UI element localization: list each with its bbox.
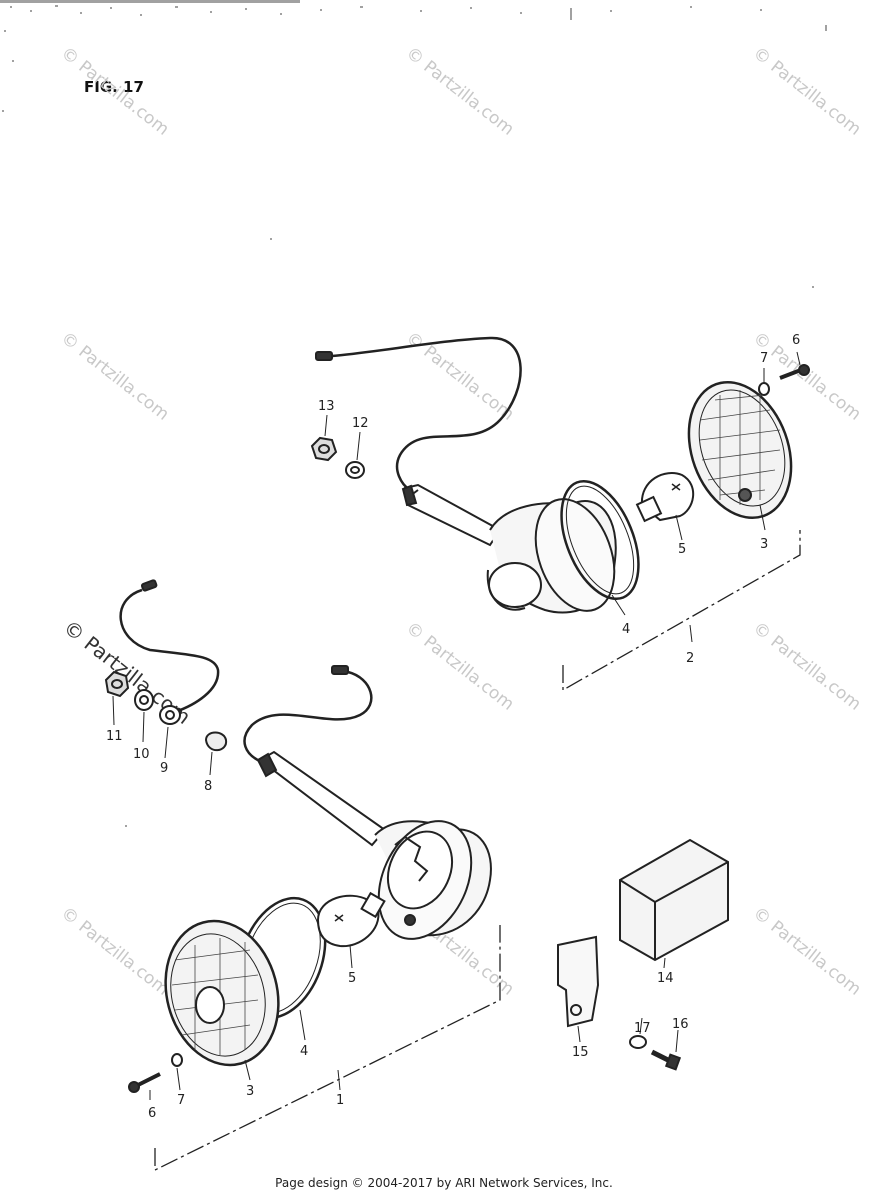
callout-7b: 7 xyxy=(177,1093,185,1108)
lower-turn-signal xyxy=(104,579,501,1172)
callout-6: 6 xyxy=(792,333,800,348)
lock-washer xyxy=(345,461,365,479)
callout-4: 4 xyxy=(622,622,630,637)
flasher-relay-group xyxy=(557,838,729,1071)
washer xyxy=(629,1035,647,1049)
callout-13: 13 xyxy=(318,399,335,414)
washer xyxy=(134,689,154,711)
washer xyxy=(171,1053,183,1067)
callout-3b: 3 xyxy=(246,1084,254,1099)
callout-10: 10 xyxy=(133,747,150,762)
watermark: © Partzilla.com xyxy=(749,903,865,1000)
grommet xyxy=(204,731,228,752)
washer xyxy=(159,705,181,725)
callout-11: 11 xyxy=(106,729,123,744)
watermark: © Partzilla.com xyxy=(402,328,518,425)
callout-17: 17 xyxy=(634,1021,651,1036)
callout-3: 3 xyxy=(760,537,768,552)
nut xyxy=(310,436,338,462)
callout-15: 15 xyxy=(572,1045,589,1060)
watermark: © Partzilla.com xyxy=(57,903,173,1000)
wire-terminal xyxy=(315,351,333,361)
callout-4b: 4 xyxy=(300,1044,308,1059)
callout-12: 12 xyxy=(352,416,369,431)
gasket-ring xyxy=(560,479,640,601)
flasher-relay xyxy=(619,838,729,962)
watermark: © Partzilla.com xyxy=(749,43,865,140)
scan-noise xyxy=(0,0,827,827)
callout-9: 9 xyxy=(160,761,168,776)
callout-7: 7 xyxy=(760,351,768,366)
watermark: © Partzilla.com xyxy=(57,43,173,140)
lens xyxy=(164,919,280,1067)
watermark: © Partzilla.com xyxy=(402,43,518,140)
relay-bracket xyxy=(557,935,600,1028)
callouts: 2 4 5 3 6 7 13 12 11 10 9 8 5 4 3 7 6 1 … xyxy=(106,333,800,1121)
nut xyxy=(104,670,130,698)
wire-terminal xyxy=(140,579,158,592)
callout-2: 2 xyxy=(686,651,694,666)
watermark: © Partzilla.com xyxy=(57,328,173,425)
callout-6b: 6 xyxy=(148,1106,156,1121)
callout-8: 8 xyxy=(204,779,212,794)
callout-1: 1 xyxy=(336,1093,344,1108)
washer xyxy=(758,382,770,396)
watermark: © Partzilla.com xyxy=(749,618,865,715)
callout-14: 14 xyxy=(657,971,674,986)
wire-terminal xyxy=(331,665,349,675)
callout-16: 16 xyxy=(672,1017,689,1032)
callout-5b: 5 xyxy=(348,971,356,986)
footer-credit: Page design © 2004-2017 by ARI Network S… xyxy=(275,1176,613,1190)
callout-5: 5 xyxy=(678,542,686,557)
upper-turn-signal xyxy=(310,336,810,692)
watermark: © Partzilla.com xyxy=(402,618,518,715)
figure-title: FIG. 17 xyxy=(84,78,144,96)
